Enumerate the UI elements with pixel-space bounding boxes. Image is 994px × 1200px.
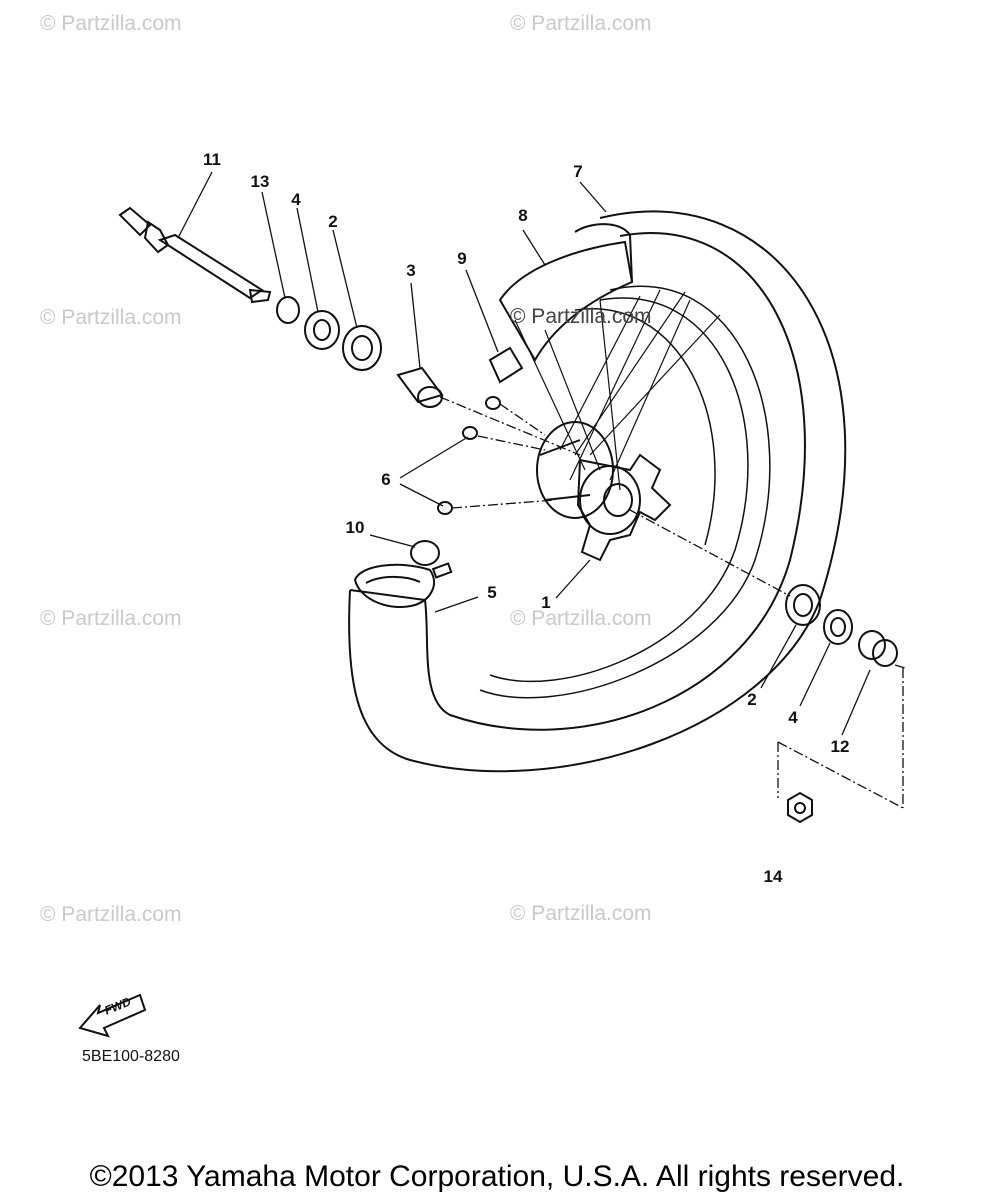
callout-13: 13 — [250, 172, 270, 191]
axle — [118, 206, 272, 304]
watermark: © Partzilla.com — [510, 305, 652, 328]
bearing-left — [342, 325, 382, 371]
callout-8: 8 — [518, 206, 528, 225]
callout-4: 4 — [788, 708, 798, 727]
callout-3: 3 — [406, 261, 416, 280]
collar — [276, 296, 300, 324]
watermark: © Partzilla.com — [510, 12, 652, 35]
rim — [479, 285, 771, 699]
copyright-notice: ©2013 Yamaha Motor Corporation, U.S.A. A… — [89, 1160, 905, 1193]
valve-cap — [410, 540, 453, 579]
tube — [353, 563, 435, 608]
callout-14: 14 — [763, 867, 783, 886]
watermark: © Partzilla.com — [510, 607, 652, 630]
oil-seal-right — [823, 609, 853, 645]
oil-seal-left — [304, 310, 340, 350]
watermark: © Partzilla.com — [40, 12, 182, 35]
watermark: © Partzilla.com — [40, 903, 182, 926]
callout-2: 2 — [328, 212, 338, 231]
callout-4: 4 — [291, 190, 301, 209]
rim-band — [498, 223, 634, 362]
callout-5: 5 — [487, 583, 497, 602]
callout-6: 6 — [381, 470, 391, 489]
hub — [536, 421, 672, 562]
callout-7: 7 — [573, 162, 583, 181]
collar-right — [858, 630, 898, 667]
screws — [437, 396, 501, 515]
callout-2: 2 — [747, 690, 757, 709]
callout-10: 10 — [345, 518, 365, 537]
callout-12: 12 — [830, 737, 850, 756]
watermark: © Partzilla.com — [510, 902, 652, 925]
diagram-code: 5BE100-8280 — [82, 1048, 180, 1065]
callout-11: 11 — [203, 150, 221, 169]
wheel-parts-diagram — [78, 171, 906, 1038]
watermark: © Partzilla.com — [40, 306, 182, 329]
spacer — [396, 366, 444, 408]
bearing-right — [785, 584, 821, 626]
watermark: © Partzilla.com — [40, 607, 182, 630]
callout-9: 9 — [457, 249, 467, 268]
tire — [348, 210, 847, 773]
valve-lock — [488, 346, 524, 384]
nut — [787, 791, 813, 824]
forward-arrow-icon — [78, 993, 147, 1038]
callout-1: 1 — [541, 593, 551, 612]
